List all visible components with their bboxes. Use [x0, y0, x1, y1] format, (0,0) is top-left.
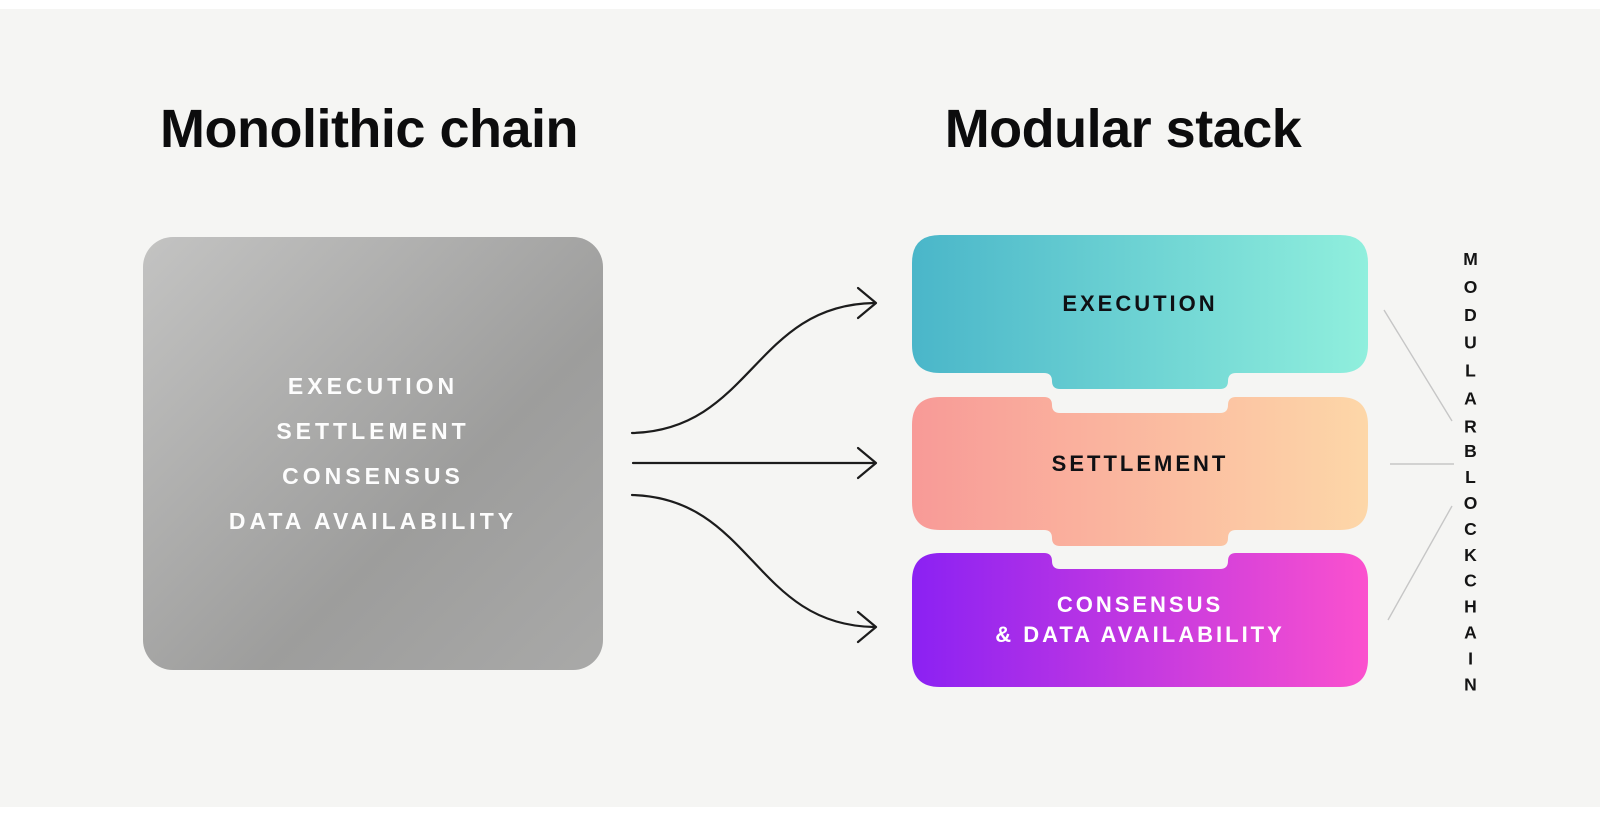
monolithic-layer-settlement: SETTLEMENT — [276, 417, 470, 444]
monolithic-layer-data-availability: DATA AVAILABILITY — [228, 507, 518, 534]
flow-arrow-top — [630, 286, 878, 435]
connector-line-execution — [1383, 309, 1453, 422]
execution-box-shape — [912, 235, 1368, 389]
connector-line-consensus — [1387, 505, 1453, 621]
execution-box-label: EXECUTION — [1062, 291, 1218, 316]
flow-arrow-middle — [631, 446, 878, 480]
monolithic-layer-consensus: CONSENSUS — [282, 462, 464, 489]
side-label-modular: MODULAR — [1460, 249, 1481, 445]
consensus-da-box-label: CONSENSUS & DATA AVAILABILITY — [912, 553, 1368, 687]
flow-arrow-bottom — [630, 493, 878, 644]
top-edge-strip — [0, 0, 1600, 9]
monolithic-chain-title: Monolithic chain — [160, 99, 579, 159]
side-label-blockchain: BLOCKCHAIN — [1460, 441, 1481, 701]
settlement-box-shape — [912, 397, 1368, 546]
consensus-da-box-shape — [912, 553, 1368, 687]
consensus-da-label-line1: CONSENSUS — [1056, 592, 1224, 617]
bottom-edge-strip — [0, 807, 1600, 816]
monolithic-chain-box: EXECUTION SETTLEMENT CONSENSUS DATA AVAI… — [143, 237, 603, 670]
monolithic-layer-execution: EXECUTION — [287, 372, 459, 399]
consensus-da-label-line2: & DATA AVAILABILITY — [995, 622, 1285, 647]
settlement-box-label: SETTLEMENT — [1051, 450, 1229, 476]
modular-stack-title: Modular stack — [944, 99, 1302, 159]
